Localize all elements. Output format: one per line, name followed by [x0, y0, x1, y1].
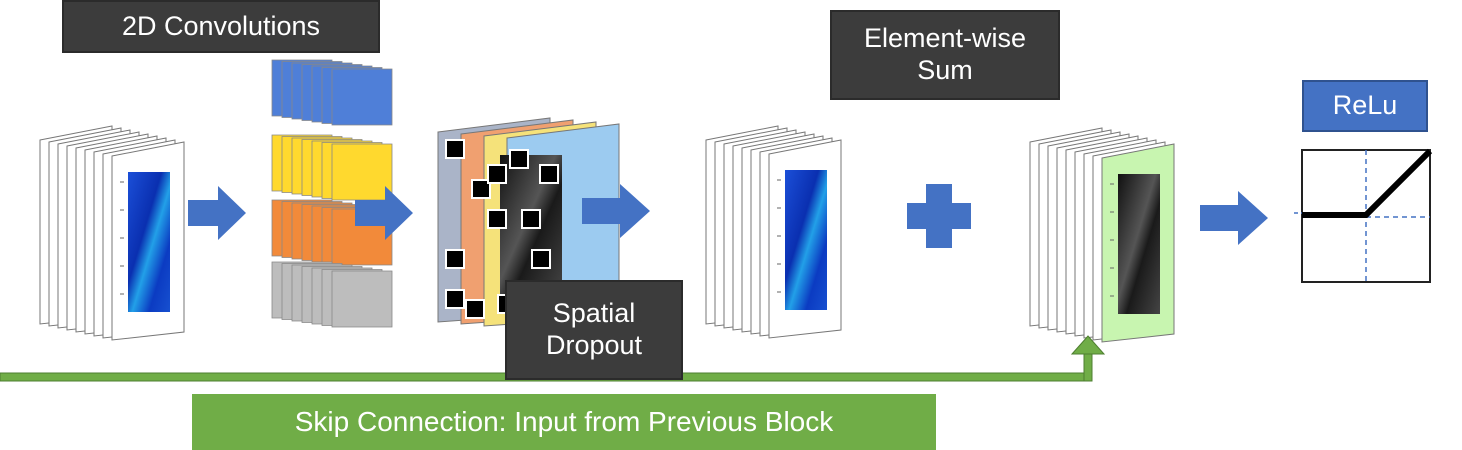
input-feature-map-stack: [39, 125, 185, 341]
dropped-channel-block: [487, 164, 507, 184]
dropped-channel-block: [521, 209, 541, 229]
flow-arrow-2: [355, 186, 413, 240]
relu-plot: [1294, 148, 1433, 283]
dropped-channel-block: [539, 164, 559, 184]
filter-sheet: [331, 68, 393, 126]
dropped-channel-block: [471, 179, 491, 199]
dropout-feature-map-stack: [437, 117, 620, 329]
dropped-channel-block: [445, 249, 465, 269]
conv-filter-stacks: [271, 59, 393, 328]
flow-arrow-4: [1200, 191, 1268, 245]
flow-arrow-3: [582, 184, 650, 238]
filter-sheet: [331, 143, 393, 201]
sum-label: Element-wise Sum: [830, 10, 1060, 100]
dropout-label: Spatial Dropout: [505, 280, 683, 380]
flow-arrow-1: [188, 186, 246, 240]
dropped-channel-block: [509, 149, 529, 169]
input-map-image: [128, 172, 170, 312]
conv-label: 2D Convolutions: [62, 0, 380, 53]
skip-map-image: [1118, 174, 1160, 314]
dropped-channel-block: [465, 299, 485, 319]
output-map-image: [785, 170, 827, 310]
dropped-channel-block: [445, 139, 465, 159]
dropped-channel-block: [445, 289, 465, 309]
dropped-channel-block: [531, 249, 551, 269]
dropped-channel-block: [487, 209, 507, 229]
plus-icon: [907, 184, 971, 248]
output-feature-map-stack: [705, 125, 842, 339]
filter-sheet: [331, 270, 393, 328]
relu-label: ReLu: [1302, 80, 1428, 132]
skip-feature-map-stack: [1029, 127, 1175, 343]
skip-connection-label: Skip Connection: Input from Previous Blo…: [192, 394, 936, 450]
